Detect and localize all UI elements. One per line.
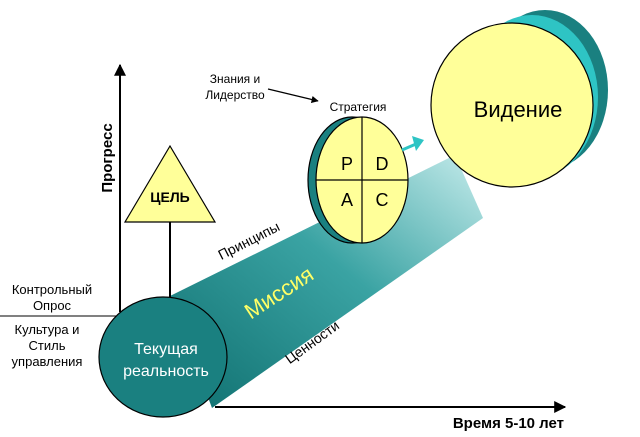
current-reality-line2: реальность <box>123 363 209 380</box>
culture-line2: Стиль <box>29 338 66 353</box>
pdca-p: P <box>341 154 353 174</box>
knowledge-line2: Лидерство <box>205 88 265 102</box>
pdca-disc: P D A C <box>307 116 409 244</box>
knowledge-line1: Знания и <box>210 72 260 86</box>
vision-label: Видение <box>474 97 563 122</box>
x-axis-label: Время 5-10 лет <box>453 415 564 432</box>
knowledge-arrow <box>267 88 319 103</box>
survey-line2: Опрос <box>33 298 72 313</box>
survey-line1: Контрольный <box>12 282 92 297</box>
pdca-a: A <box>341 190 353 210</box>
current-reality-line1: Текущая <box>134 341 198 358</box>
pdca-arrow-head <box>412 136 424 151</box>
y-axis-label: Прогресс <box>99 123 116 192</box>
pdca-arrow <box>401 136 424 152</box>
pdca-arrow-shaft <box>401 142 417 152</box>
axes <box>114 63 567 413</box>
goal-label: ЦЕЛЬ <box>150 189 189 205</box>
left-labels: Контрольный Опрос Культура и Стиль управ… <box>0 282 118 369</box>
culture-line3: управления <box>12 354 83 369</box>
vision-circle <box>430 22 594 188</box>
beam-body <box>170 155 483 408</box>
current-reality-circle <box>98 296 228 418</box>
goal-triangle <box>123 144 217 223</box>
strategy-label: Стратегия <box>330 100 387 114</box>
pdca-c: C <box>376 190 389 210</box>
pdca-d: D <box>376 154 389 174</box>
culture-line1: Культура и <box>15 322 80 337</box>
